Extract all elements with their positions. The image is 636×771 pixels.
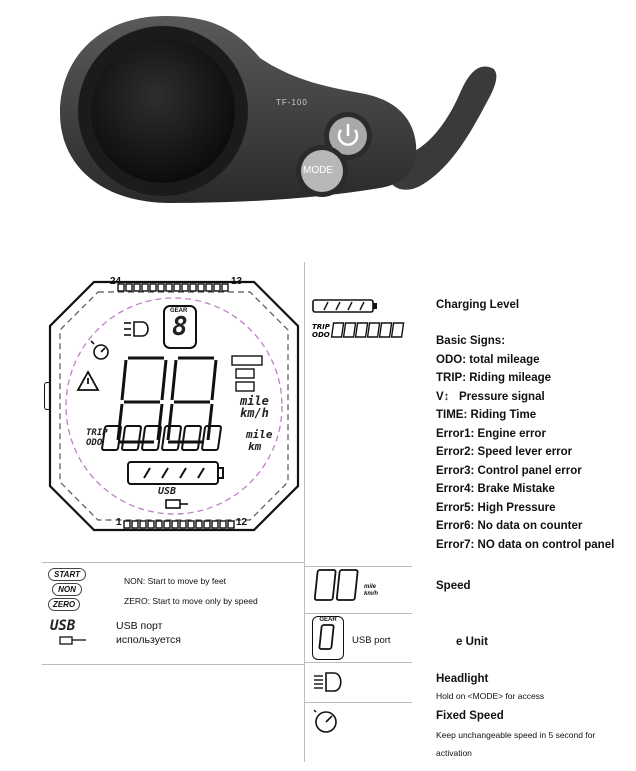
- fixed-speed-label: Fixed Speed: [436, 710, 504, 722]
- lcd-speed-unit-bottom: km/h: [240, 406, 269, 420]
- lcd-segment-diagram: [48, 280, 300, 532]
- usb-port-label: USB port: [352, 635, 391, 646]
- lcd-frame: [48, 280, 300, 532]
- basic-signs-list: Basic Signs: ODO: total mileage TRIP: Ri…: [436, 332, 614, 554]
- odo-legend-icon: TRIP ODO: [312, 320, 422, 340]
- fixed-speed-icon: [90, 340, 109, 360]
- top-scale-left: 24: [110, 276, 122, 287]
- mode-button-label[interactable]: MODE: [303, 165, 333, 176]
- device-illustration: [60, 16, 497, 203]
- usb-icon-legend: USB: [50, 618, 100, 646]
- top-scale: [117, 283, 229, 292]
- lcd-screen: [91, 39, 235, 183]
- svg-text:ODO: ODO: [312, 331, 330, 339]
- headlight-icon: [124, 321, 149, 337]
- odo-digits: [101, 425, 222, 451]
- speed-legend-unit-top: mile: [364, 584, 377, 590]
- usb-ru-line-1: USB порт: [116, 620, 163, 632]
- lcd-speed-unit-top: mile: [240, 394, 269, 408]
- basic-sign-error7: Error7: NO data on control panel: [436, 538, 615, 551]
- usb-icon-text: USB: [50, 618, 76, 634]
- fixed-speed-note-1: Keep unchangeable speed in 5 second for: [436, 730, 596, 740]
- battery-legend-icon: [312, 299, 377, 313]
- basic-sign-trip: TRIP: Riding mileage: [436, 372, 552, 384]
- lcd-odo-unit-top: mile: [246, 428, 273, 441]
- basic-sign-error1: Error1: Engine error: [436, 427, 546, 440]
- lcd-frame-inner: [59, 291, 289, 521]
- left-divider-1: [42, 562, 304, 563]
- fixed-speed-note-2: activation: [436, 748, 472, 758]
- vertical-divider: [304, 262, 305, 762]
- gear-legend-icon: GEAR: [312, 616, 344, 660]
- basic-sign-pressure: V↕ Pressure signal: [436, 390, 545, 403]
- basic-sign-error3: Error3: Control panel error: [436, 464, 582, 477]
- power-icon: [337, 124, 359, 146]
- lcd-usb-label: USB: [158, 486, 177, 497]
- charging-level-label: Charging Level: [436, 299, 520, 311]
- badge-zero: ZERO: [48, 598, 80, 611]
- battery-bar: [127, 461, 224, 485]
- zero-note: ZERO: Start to move only by speed: [124, 596, 258, 606]
- lcd-gear-digit: 8: [172, 312, 188, 342]
- basic-signs-title: Basic Signs:: [436, 335, 506, 347]
- lcd-gear-label: GEAR: [170, 308, 188, 314]
- headlight-label: Headlight: [436, 673, 489, 685]
- bottom-scale-right: 12: [236, 517, 248, 528]
- basic-sign-odo: ODO: total mileage: [436, 353, 540, 366]
- model-label: TF-100: [276, 98, 308, 107]
- badge-non: NON: [52, 583, 82, 596]
- usb-cable-icon: [59, 636, 86, 645]
- mode-button: [301, 150, 343, 192]
- usb-ru-line-2: используется: [116, 634, 181, 646]
- headlight-legend-icon: [314, 672, 342, 692]
- top-scale-right: 13: [231, 276, 243, 287]
- right-divider-3: [304, 662, 412, 663]
- indicator-2: [235, 368, 255, 379]
- basic-sign-error4: Error4: Brake Mistake: [436, 483, 555, 495]
- usb-plug-icon: [165, 499, 188, 509]
- basic-sign-error5: Error5: High Pressure: [436, 501, 556, 514]
- badge-start: START: [48, 568, 86, 581]
- lcd-odo-label: ODO: [86, 438, 103, 448]
- basic-sign-error2: Error2: Speed lever error: [436, 446, 573, 458]
- warning-icon: [76, 370, 100, 391]
- odo-legend-digits: TRIP ODO: [312, 322, 405, 339]
- e-unit-label: e Unit: [456, 636, 488, 648]
- gear-box: [163, 305, 197, 349]
- lcd-odo-unit-bottom: km: [248, 440, 262, 453]
- indicator-3: [235, 381, 255, 392]
- speed-legend-digits: [313, 569, 359, 601]
- right-divider-1: [304, 566, 412, 567]
- bottom-scale: [123, 520, 235, 529]
- speed-digits: [116, 356, 218, 444]
- gear-legend-label: GEAR: [319, 617, 337, 623]
- speed-legend-unit-bottom: km/h: [364, 591, 379, 597]
- bottom-scale-left: 1: [116, 517, 122, 528]
- lcd-trip-label: TRIP: [86, 428, 108, 438]
- gear-legend-digit: [318, 624, 335, 650]
- dashed-circle: [65, 297, 283, 515]
- lcd-side-tab: [44, 382, 51, 410]
- right-divider-4: [304, 702, 412, 703]
- fixed-speed-legend-icon: [313, 709, 337, 733]
- speed-legend-icon: [312, 568, 362, 607]
- headlight-note: Hold on <MODE> for access: [436, 691, 545, 701]
- speed-label: Speed: [436, 580, 471, 592]
- throttle-lever: [390, 66, 497, 190]
- indicator-1: [231, 355, 263, 366]
- non-note: NON: Start to move by feet: [124, 576, 227, 586]
- right-divider-2: [304, 613, 412, 614]
- svg-text:TRIP: TRIP: [312, 323, 331, 331]
- basic-sign-time: TIME: Riding Time: [436, 409, 537, 421]
- basic-sign-error6: Error6: No data on counter: [436, 520, 583, 532]
- left-divider-2: [42, 664, 304, 665]
